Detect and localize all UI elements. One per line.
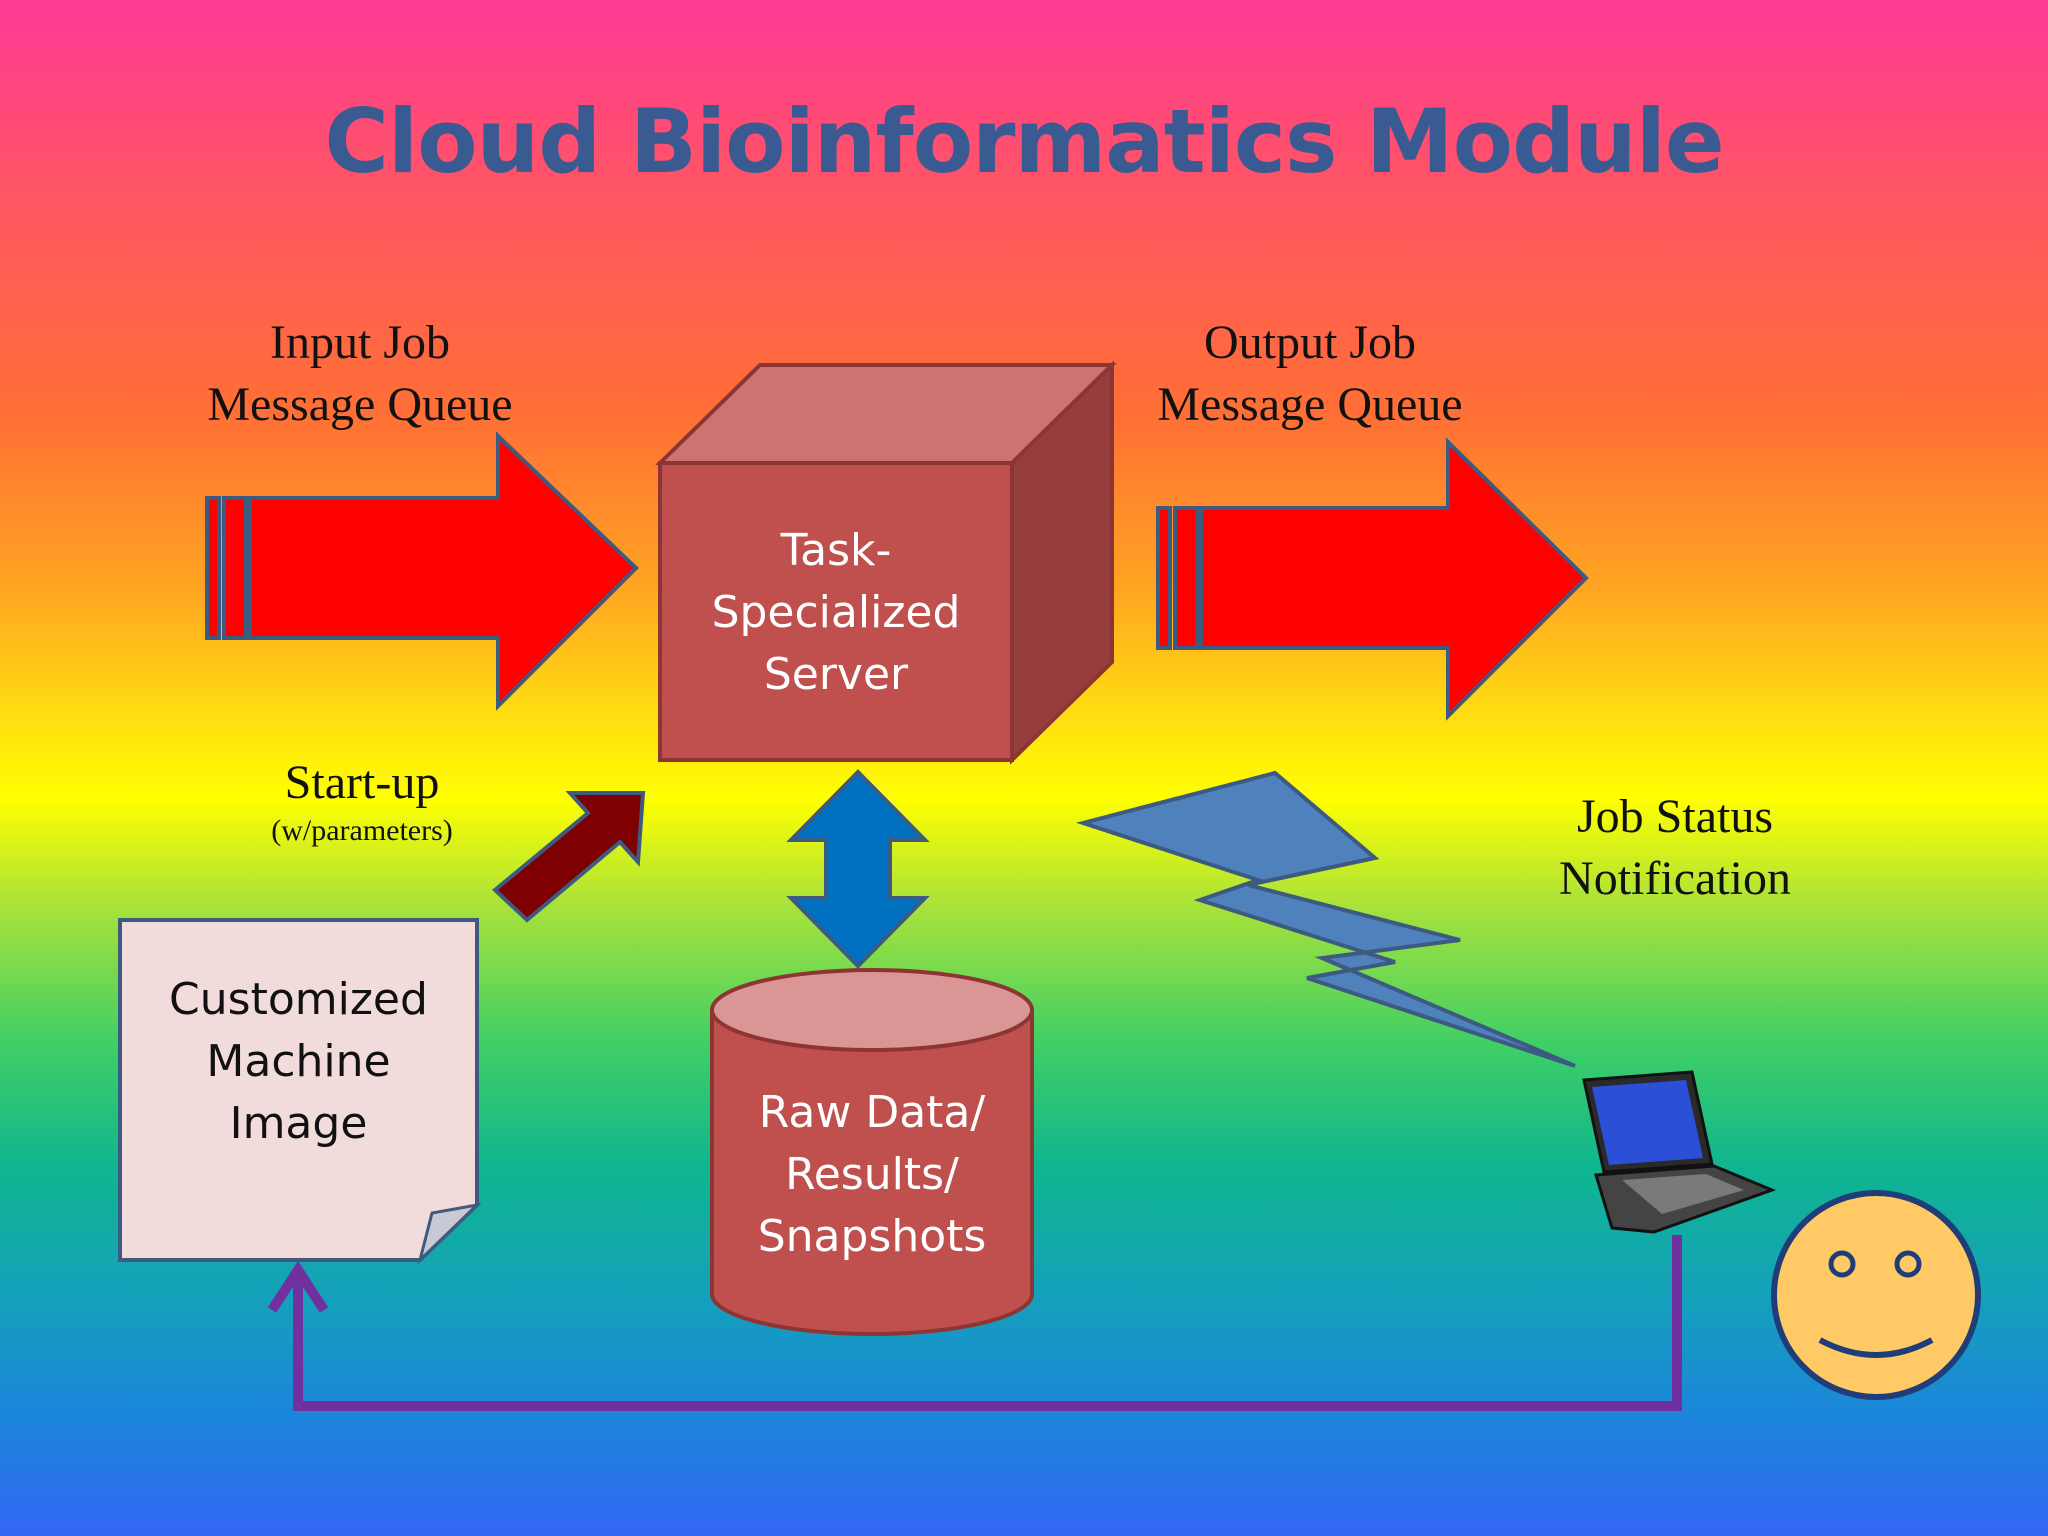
laptop-icon [1582,1070,1777,1234]
input-arrow-icon [205,431,639,711]
job-status-label-line1: Job Status [1576,790,1774,843]
machine-image-label-line3: Image [229,1098,368,1149]
output-queue-label-line2: Message Queue [1157,378,1463,431]
server-label-line3: Server [763,649,909,700]
machine-image-label-line2: Machine [206,1036,391,1087]
storage-label-line3: Snapshots [757,1211,987,1262]
server-label: Task- Specialized Server [660,520,1012,706]
server-label-line2: Specialized [711,587,961,638]
return-arrow-icon [267,1235,1682,1411]
output-queue-label-line1: Output Job [1203,316,1416,369]
output-arrow-icon [1156,437,1589,721]
machine-image-label: Customized Machine Image [120,969,477,1155]
job-status-label: Job Status Notification [1500,786,1850,910]
machine-image-document [118,918,482,1265]
startup-label: Start-up [284,756,440,809]
machine-image-label-line1: Customized [169,974,428,1025]
output-queue-label: Output Job Message Queue [1100,312,1520,436]
job-status-label-line2: Notification [1559,852,1791,905]
startup-arrow-icon [491,791,646,923]
server-label-line1: Task- [780,525,892,576]
storage-cylinder [710,968,1034,1336]
server-cube [655,360,1117,765]
startup-params-label: (w/parameters) [271,814,453,847]
page-title: Cloud Bioinformatics Module [324,90,1724,193]
storage-label-line1: Raw Data/ [758,1087,986,1138]
double-arrow-icon [786,769,930,969]
lightning-bolt-icon [1075,770,1576,1068]
input-queue-label: Input Job Message Queue [160,312,560,436]
input-queue-label-line2: Message Queue [207,378,513,431]
storage-label: Raw Data/ Results/ Snapshots [712,1082,1032,1268]
input-queue-label-line1: Input Job [270,316,450,369]
storage-label-line2: Results/ [785,1149,959,1200]
smiley-face-icon [1771,1190,1981,1400]
